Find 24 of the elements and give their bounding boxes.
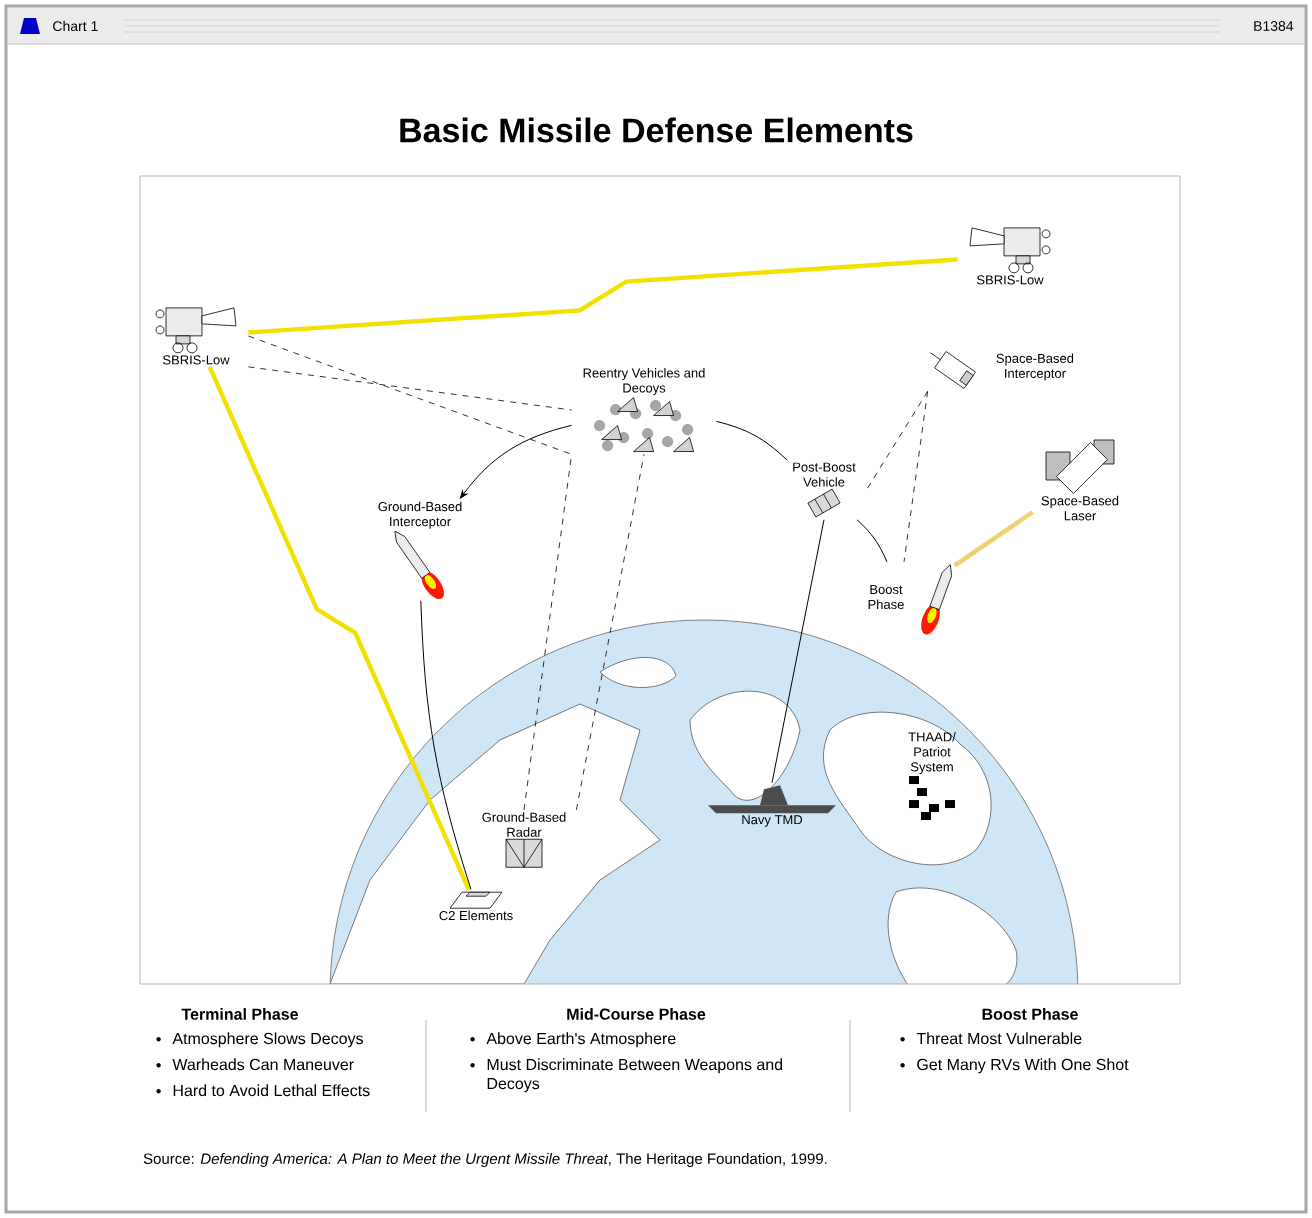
trajectory-line — [856, 519, 888, 563]
title: Basic Missile Defense Elements — [400, 117, 913, 143]
lightning-bolt — [207, 366, 471, 891]
bullet-item: Must Discriminate Between Weapons and Decoys — [470, 1058, 783, 1093]
sensor-line — [903, 390, 929, 563]
phase-heading: Mid-Course Phase — [567, 1008, 706, 1020]
bullet-item: Hard to Avoid Lethal Effects — [156, 1084, 370, 1097]
bullet-item: Threat Most Vulnerable — [900, 1032, 1082, 1045]
sensor-line — [248, 366, 572, 411]
trajectory-line — [715, 420, 788, 461]
sensor-line — [576, 453, 645, 811]
phase-heading: Terminal Phase — [181, 1008, 298, 1020]
bullet-item: Atmosphere Slows Decoys — [156, 1032, 363, 1048]
trajectory-line — [771, 519, 825, 784]
phase-heading: Boost Phase — [982, 1008, 1078, 1020]
trajectory-line — [420, 600, 472, 890]
laser-beam — [953, 510, 1034, 568]
sensor-line — [248, 335, 572, 455]
sensor-line — [866, 390, 929, 491]
bullet-item: Above Earth's Atmosphere — [470, 1032, 676, 1048]
trajectory-line — [459, 424, 573, 499]
bullet-item: Get Many RVs With One Shot — [900, 1058, 1129, 1074]
lightning-bolt — [248, 257, 958, 335]
bullet-item: Warheads Can Maneuver — [156, 1058, 354, 1071]
